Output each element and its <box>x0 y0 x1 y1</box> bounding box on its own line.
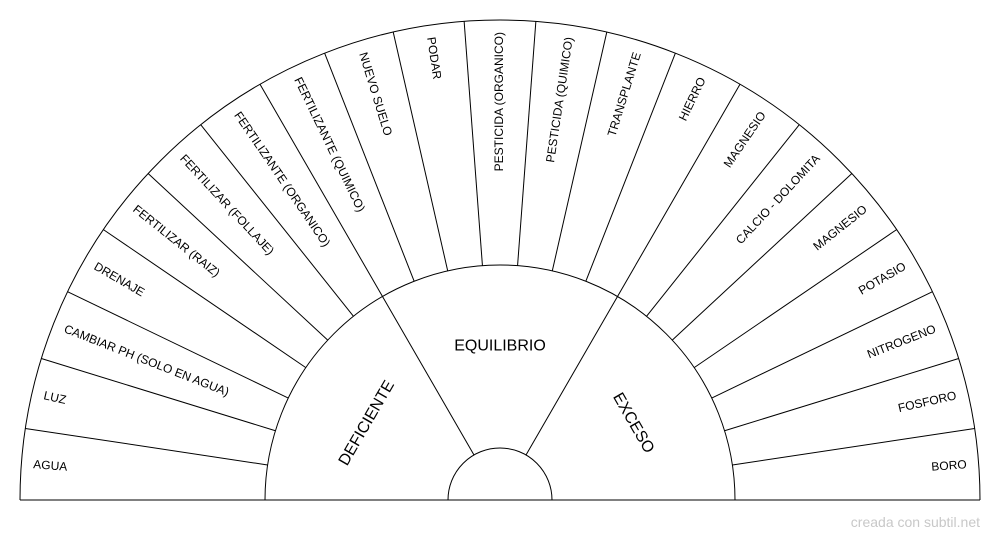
segment-divider <box>463 21 483 266</box>
segment-divider <box>732 427 975 466</box>
outer-arc <box>19 19 981 501</box>
section-label-exceso: EXCESO <box>609 390 657 456</box>
segment-label: FERTILIZAR (FOLLAJE) <box>177 152 277 258</box>
segment-divider <box>259 84 383 297</box>
segment-dividers <box>25 21 975 466</box>
segment-divider <box>585 52 676 282</box>
segment-label: CALCIO - DOLOMITA <box>733 152 823 247</box>
segment-divider <box>711 291 933 399</box>
segment-divider <box>671 173 853 341</box>
section-divider <box>525 296 618 456</box>
segment-label: FERTILIZANTE (QUIMICO) <box>291 75 368 214</box>
segment-label: BORO <box>931 457 967 474</box>
segment-label: NITROGENO <box>865 322 938 362</box>
inner-arc <box>447 447 553 501</box>
segment-label: AGUA <box>33 457 68 474</box>
segment-divider <box>25 427 268 466</box>
segment-divider <box>67 291 289 399</box>
segment-label: TRANSPLANTE <box>605 50 644 138</box>
segment-label: LUZ <box>42 388 67 407</box>
section-divider <box>382 296 475 456</box>
segment-divider <box>392 31 449 272</box>
segment-divider <box>646 124 800 317</box>
segment-label: DRENAJE <box>92 259 148 299</box>
section-label-deficiente: DEFICIENTE <box>336 378 398 469</box>
segment-label: FOSFORO <box>897 388 958 415</box>
segment-divider <box>200 124 354 317</box>
segment-label: MAGNESIO <box>810 202 869 253</box>
section-label-equilibrio: EQUILIBRIO <box>454 338 546 355</box>
segment-divider <box>551 31 608 272</box>
segment-label: HIERRO <box>676 75 709 123</box>
segment-label: NUEVO SUELO <box>356 50 395 137</box>
segment-label: CAMBIAR PH (SOLO EN AGUA) <box>62 322 231 399</box>
segment-label: MAGNESIO <box>721 109 769 170</box>
segment-label: FERTILIZAR (RAIZ) <box>130 202 222 280</box>
segment-label: POTASIO <box>856 259 908 297</box>
middle-arc <box>264 264 736 501</box>
segment-divider <box>617 84 741 297</box>
inner-sections: DEFICIENTE EQUILIBRIO EXCESO <box>336 296 657 469</box>
segment-label: PESTICIDA (QUIMICO) <box>543 36 576 163</box>
segment-divider <box>103 229 307 369</box>
segment-label: PESTICIDA (ORGANICO) <box>492 32 506 171</box>
footer-credit: creada con subtil.net <box>850 514 980 530</box>
chart-outline <box>19 19 981 501</box>
segment-label: PODAR <box>424 36 444 81</box>
segment-divider <box>41 358 276 432</box>
segment-divider <box>147 173 329 341</box>
segment-divider <box>324 52 415 282</box>
segment-divider <box>693 229 897 369</box>
segment-divider <box>517 21 537 266</box>
segment-divider <box>724 358 959 432</box>
